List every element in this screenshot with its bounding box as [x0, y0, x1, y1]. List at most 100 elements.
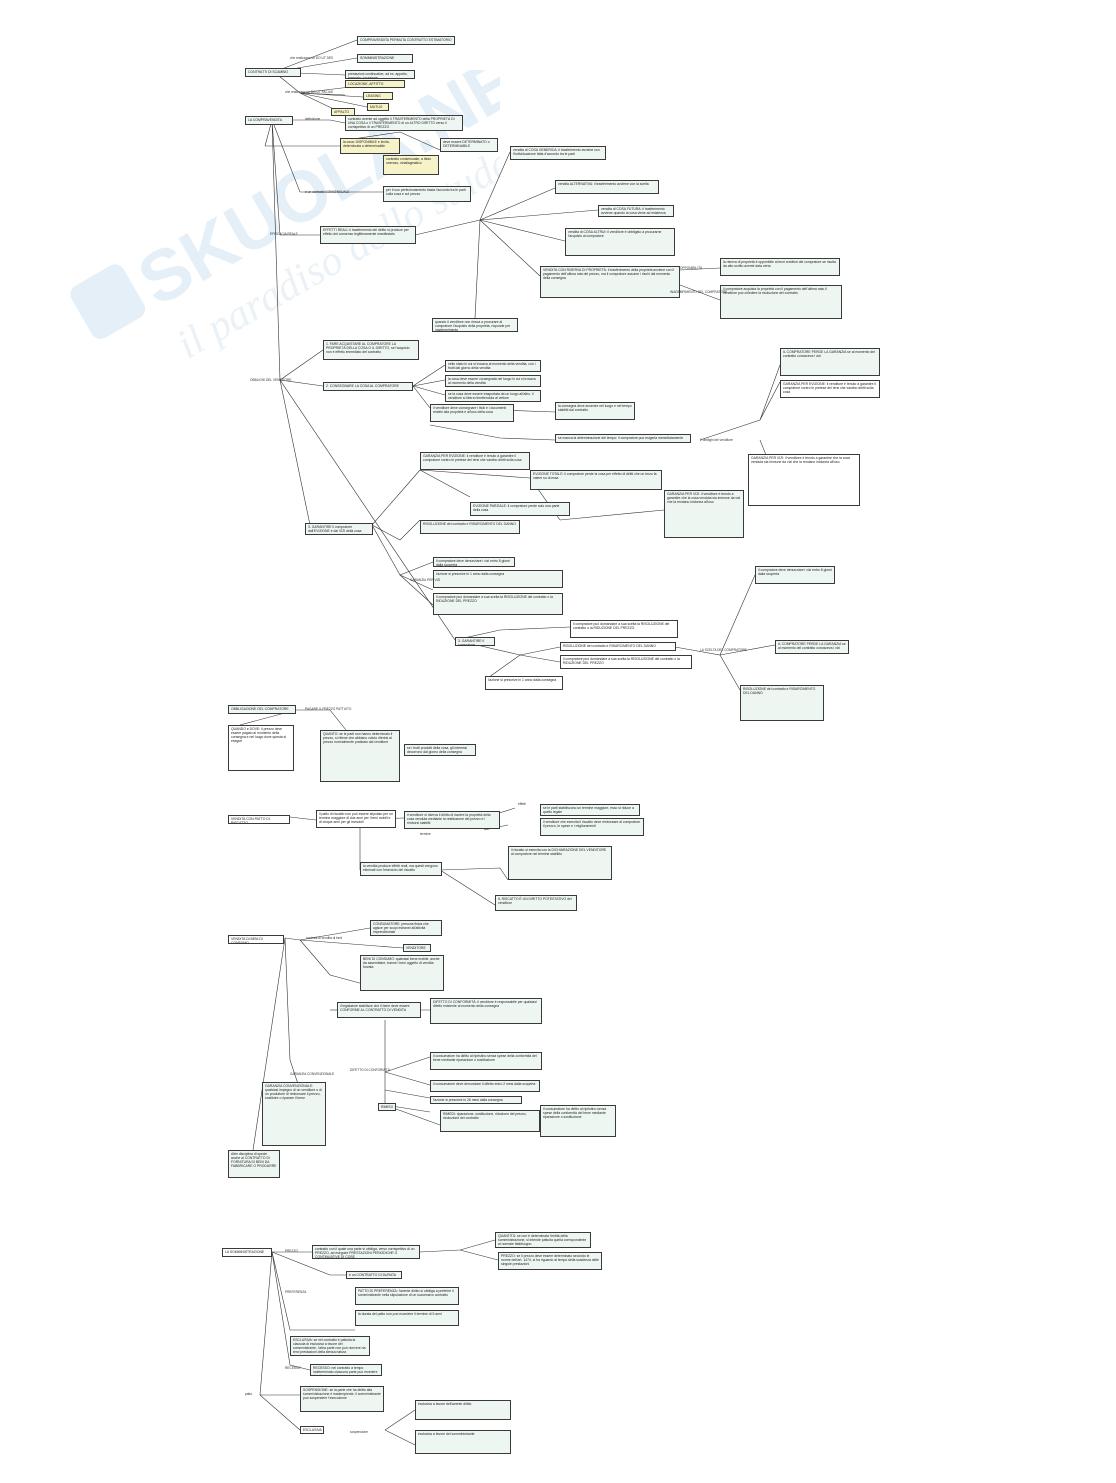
compravendita-label-efficacia: EFFICACIA REALE: [270, 232, 298, 236]
somministrazione-esclusiva-label: ESCLUSIVA: [300, 1426, 324, 1434]
venditore-consegna-documenti: il venditore deve consegnare i titoli e …: [430, 404, 514, 422]
scambio-title: CONTRATTI DI SCAMBIO: [245, 68, 301, 77]
somministrazione-def: contratto con il quale una parte si obbl…: [312, 1245, 420, 1259]
compratore-quando: QUANDO e DOVE: il prezzo deve essere pag…: [228, 725, 294, 771]
somministrazione-preferenza: PATTO DI PREFERENZA: l'avente diritto si…: [355, 1287, 459, 1305]
venditore-denuncia: il compratore deve denunziare i vizi ent…: [433, 557, 515, 567]
somministrazione-label-2: PREFERENZA: [285, 1290, 307, 1294]
venditore-label-3: LA SCELTA DEL COMPRATORE: [700, 648, 747, 652]
compravendita-def: contratto avente ad oggetto il TRASFERIM…: [345, 115, 463, 131]
compravendita-cosa: la cosa: DISPONIBILE e lecita, determina…: [340, 138, 400, 154]
somministrazione-sospensione: SOSPENSIONE: se la parte che ha diritto …: [300, 1386, 384, 1412]
scambio-node-5: LEASING: [363, 92, 393, 100]
venditore-riduzione: il compratore può domandare a sua scelta…: [560, 655, 692, 669]
consumo-label-2: DIFETTO DI CONFORMITÀ: [350, 1068, 390, 1072]
venditore-evizione-parziale: EVIZIONE PARZIALE: il compratore perde s…: [470, 502, 570, 516]
venditore-obbligo-3: 3. GARANTIRE il compratore dall'EVIZIONE…: [305, 523, 373, 535]
consumo-ripristino: il consumatore ha diritto al ripristino …: [430, 1052, 542, 1070]
venditore-garanzia-qualita: il compratore deve denunziare i vizi ent…: [755, 566, 835, 584]
compravendita-inadempimento: il compratore acquista la proprietà con …: [720, 285, 842, 319]
venditore-label-2: GARANZIA PER VIZI: [410, 578, 441, 582]
consumo-conforme: il legislatore stabilisce che il bene de…: [337, 1002, 421, 1018]
consumo-rimedi: RIMEDI: riparazione, sostituzione, riduz…: [440, 1110, 540, 1132]
riscatto-label-1: effetti: [518, 802, 526, 806]
venditore-garanzia-box-1: GARANZIA PER EVIZIONE: il venditore è te…: [780, 380, 880, 398]
venditore-title: OBBLIGHI DEL VENDITORE: [250, 378, 292, 382]
somministrazione-somministrante: esclusiva a favore del somministrante: [415, 1430, 511, 1454]
venditore-consegna-tempo: la consegna deve avvenire nel luogo e ne…: [555, 402, 635, 420]
venditore-conclusione: 3. GARANTIRE il compratore dall'EVIZIONE…: [455, 637, 495, 646]
scambio-node-6: MUTUO: [367, 103, 389, 111]
venditore-vizi: GARANZIA PER VIZI: il venditore è tenuto…: [664, 490, 744, 538]
somministrazione-label-5: sospensione: [350, 1430, 368, 1434]
consumo-title: VENDITA DI BENI DI CONSUMO: [228, 935, 284, 944]
venditore-consegna-immediata: se manca la determinazione del tempo: il…: [555, 434, 691, 443]
compratore-frutti: se i frutti prodotti della cosa, gli int…: [404, 744, 476, 756]
compravendita-perfezionamento: per il suo perfezionamento basta l'accor…: [383, 186, 471, 202]
riscatto-potestativo: IL RISCATTO È UN DIRITTO POTESTATIVO del…: [495, 895, 577, 911]
consumo-difetto: DIFETTO DI CONFORMITÀ: il venditore è re…: [430, 998, 542, 1024]
scambio-label-1: che realizzano un DO UT DES: [290, 56, 334, 60]
compravendita-label-opponibilita: OPPONIBILITÀ: [680, 266, 703, 270]
venditore-label-1: 2 obblighi del venditore: [700, 438, 733, 442]
consumo-consumatore: CONSUMATORE: persona fisica che agisce p…: [370, 920, 442, 936]
compravendita-label-def: definizione: [305, 117, 321, 121]
compravendita-title: LA COMPRAVENDITA: [245, 116, 293, 125]
compravendita-opponibilita: la riserva di proprietà è opponibile ai …: [720, 258, 840, 276]
somministrazione-title: LA SOMMINISTRAZIONE: [222, 1248, 272, 1257]
riscatto-effetti: la vendita produce effetti reali, ma que…: [360, 862, 442, 876]
riscatto-dichiarazione: il riscatto si esercita con la DICHIARAZ…: [508, 846, 612, 880]
compratore-prezzo: PAGARE IL PREZZO PATTUITO: [305, 707, 352, 711]
consumo-label-3: GARANZIA CONVENZIONALE: [290, 1072, 335, 1076]
compravendita-label-inademp: INADEMPIMENTO DEL COMPRATORE: [670, 290, 728, 294]
riscatto-label-2: termine: [420, 832, 431, 836]
scambio-node-2: SOMMINISTRAZIONE: [357, 54, 413, 63]
scambio-label-2: che realizzano un DO UT FACIAS: [285, 90, 333, 94]
compravendita-alternativa: vendita ALTERNATIVA: il trasferimento av…: [555, 180, 659, 194]
venditore-scelta-compratore: IL COMPRATORE PERDE LA GARANZIA se al mo…: [775, 640, 849, 654]
venditore-obbligo-1: 1. FARE ACQUISTARE AL COMPRATORE LA PROP…: [323, 340, 419, 360]
venditore-risoluzione: RISOLUZIONE del contratto e RISARCIMENTO…: [420, 520, 520, 534]
venditore-obbligo-2: 2. CONSEGNARE LA COSA AL COMPRATORE: [323, 382, 413, 391]
riscatto-rimborso: il venditore che esercita il riscatto de…: [540, 818, 644, 836]
somministrazione-prezzo: PREZZO: se il prezzo deve essere determi…: [498, 1252, 602, 1270]
compravendita-consensuale: contratto consensuale, a titolo oneroso,…: [383, 155, 439, 175]
riscatto-def: il patto di riscatto non può essere stip…: [316, 810, 396, 828]
riscatto-title: VENDITA CON PATTO DI RISCATTO: [228, 815, 290, 824]
somministrazione-quantita: QUANTITÀ: se non è determinata l'entità …: [495, 1232, 591, 1248]
compratore-title: OBBLIGAZIONE DEL COMPRATORE: [228, 705, 296, 714]
somministrazione-label-1: PREZZO: [285, 1249, 298, 1253]
venditore-garanzia-box-3: il compratore può domandare a sua scelta…: [570, 620, 678, 638]
venditore-prescrizione: l'azione si prescrive in 1 anno dalla co…: [433, 570, 563, 588]
consumo-garanzia-conv: GARANZIA CONVENZIONALE: qualsiasi impegn…: [262, 1082, 326, 1146]
consumo-label-1: contratti di vendita di beni: [306, 936, 343, 940]
somministrazione-label-3: RECESSO: [285, 1366, 301, 1370]
compravendita-altrui: vendita di COSA ALTRUI: il venditore è o…: [565, 228, 675, 256]
scambio-node-3: prestazioni continuative, ad es. appalto…: [345, 70, 415, 79]
compravendita-non-procura: quando il venditore non riesca a procura…: [432, 318, 518, 332]
venditore-evizione: GARANZIA PER EVIZIONE: il venditore è te…: [420, 452, 530, 470]
consumo-beni: BENI DI CONSUMO: qualsiasi bene mobile, …: [360, 955, 444, 991]
somministrazione-esclusiva: ESCLUSIVA: se nel contratto è pattuita l…: [290, 1336, 370, 1356]
venditore-risoluzione-prezzo: RISOLUZIONE del contratto e RISARCIMENTO…: [560, 642, 676, 651]
compravendita-effetti-reali: EFFETTI REALI: il trasferimento del diri…: [320, 226, 416, 244]
somministrazione-label-4: patto: [245, 1392, 253, 1396]
consumo-rimedi-box: il consumatore ha diritto al ripristino …: [540, 1105, 616, 1137]
venditore-azione-risarcimento: RISOLUZIONE del contratto e RISARCIMENTO…: [740, 685, 824, 721]
scambio-node-4: LOCAZIONE, AFFITTO: [345, 80, 405, 88]
somministrazione-durata: è un CONTRATTO DI DURATA: [346, 1271, 402, 1279]
venditore-scelta: il compratore può domandare a sua scelta…: [433, 593, 563, 615]
somministrazione-avente-diritto: esclusiva a favore dell'avente diritto: [415, 1400, 511, 1420]
compravendita-futura: vendita di COSA FUTURA: il trasferimento…: [598, 205, 674, 217]
venditore-termine: l'azione si prescrive in 1 anno dalla co…: [485, 676, 563, 690]
consumo-rimedi-label: RIMEDI: [378, 1103, 396, 1111]
scambio-node-1: COMPRAVENDITA PERMUTA CONTRATTO ESTIMATO…: [357, 36, 455, 45]
scambio-node-7: APPALTO: [331, 108, 355, 116]
venditore-consegna-luogo: la cosa deve essere consegnata nel luogo…: [445, 375, 541, 387]
consumo-fornitura: Altre disciplina di specie anche al CONT…: [228, 1150, 280, 1178]
somministrazione-recesso: RECESSO: nel contratto a tempo indetermi…: [310, 1364, 382, 1376]
venditore-perde-garanzia: IL COMPRATORE PERDE LA GARANZIA se al mo…: [780, 348, 880, 376]
compravendita-prezzo: deve essere DETERMINATO o DETERMINABILE: [440, 138, 498, 152]
venditore-consegna-vettore: se la cosa deve essere trasportata da un…: [445, 390, 541, 402]
